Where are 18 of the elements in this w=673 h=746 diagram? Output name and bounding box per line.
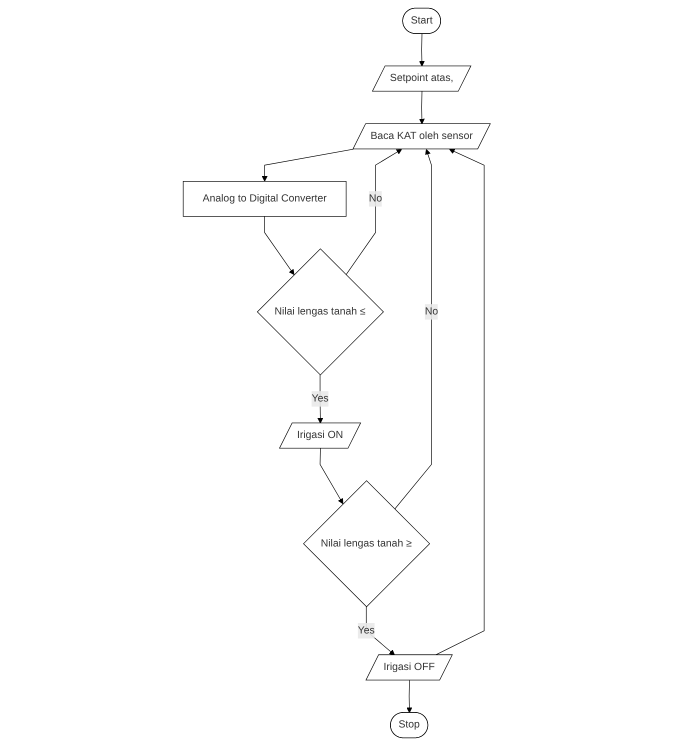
arrow <box>264 216 294 276</box>
edge-label: No <box>424 306 438 318</box>
arrow <box>434 148 484 656</box>
edge-label: Yes <box>311 393 328 404</box>
arrow <box>394 149 432 510</box>
arrow <box>345 149 402 276</box>
arrow <box>366 606 395 656</box>
arrow <box>319 448 344 504</box>
node-diamond: Nilai lengas tanah ≥ <box>302 480 430 608</box>
arrow <box>418 91 424 124</box>
arrow <box>262 148 354 182</box>
edge-label: No <box>368 193 382 204</box>
arrow <box>317 374 323 424</box>
arrow <box>418 34 424 67</box>
arrow <box>406 680 412 714</box>
node-box: Analog to Digital Converter <box>182 181 346 217</box>
node-diamond: Nilai lengas tanah ≤ <box>256 248 384 376</box>
edge-label: Yes <box>358 624 374 636</box>
